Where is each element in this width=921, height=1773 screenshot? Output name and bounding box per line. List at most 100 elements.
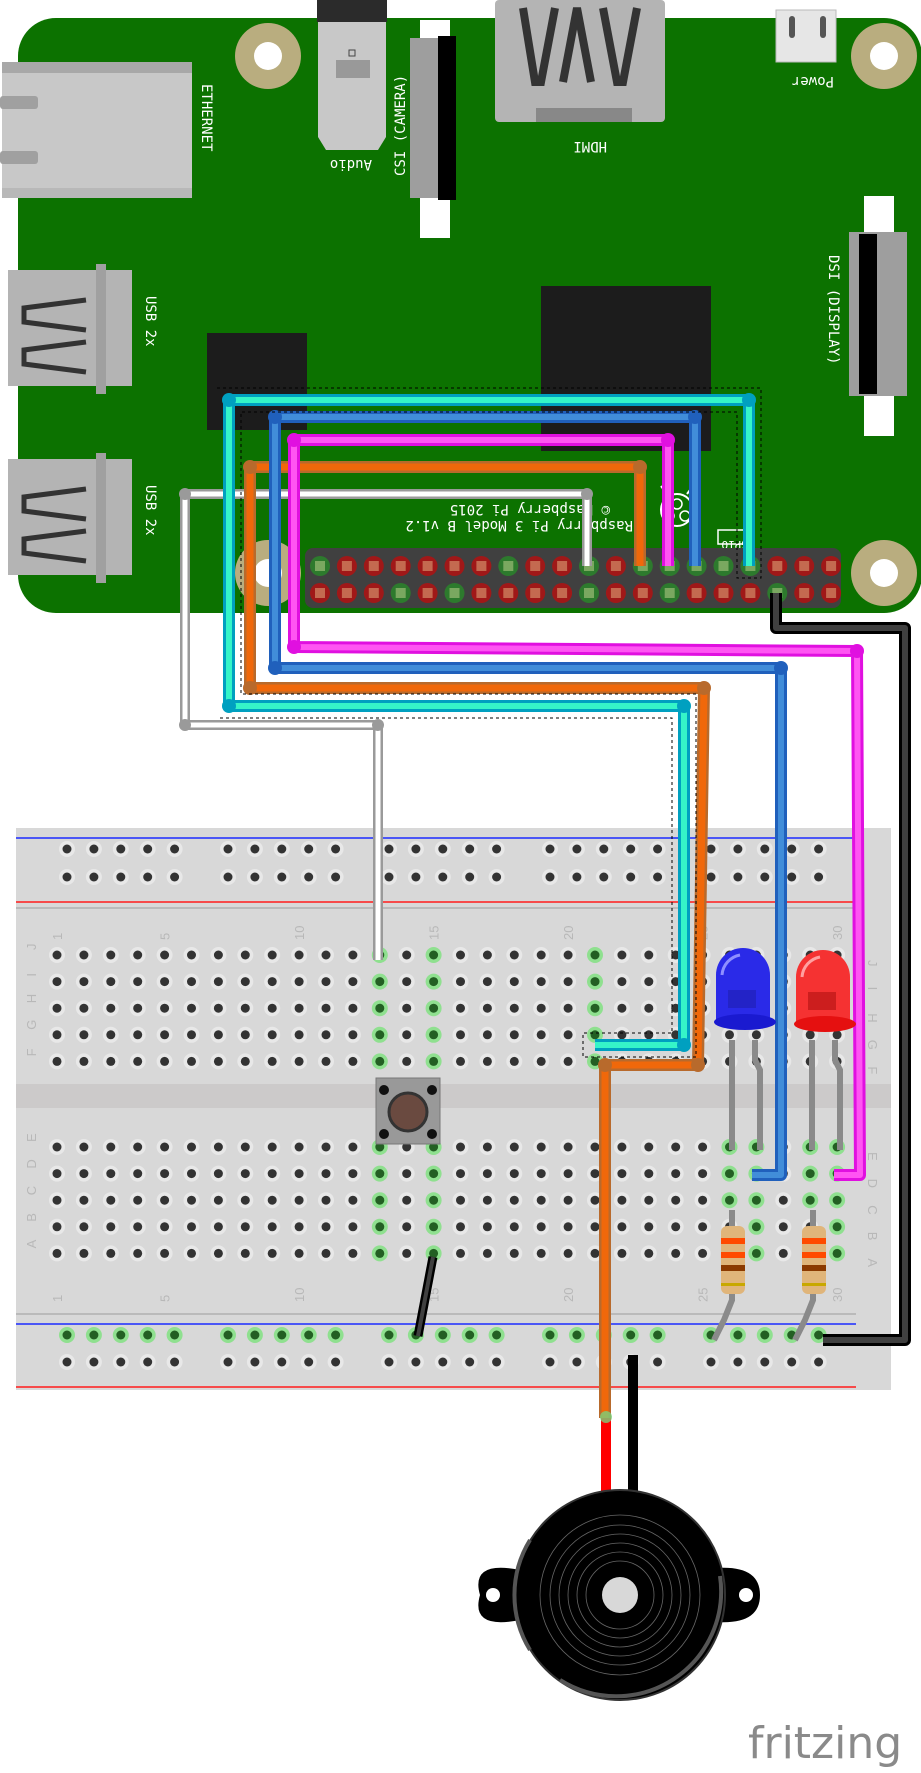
breadboard-hole[interactable] xyxy=(425,1218,442,1235)
breadboard-hole[interactable] xyxy=(560,1026,577,1043)
breadboard-hole[interactable] xyxy=(156,1139,173,1155)
breadboard-hole[interactable] xyxy=(264,1192,281,1209)
breadboard-hole[interactable] xyxy=(479,973,496,990)
breadboard-hole[interactable] xyxy=(183,1139,200,1155)
breadboard-hole[interactable] xyxy=(398,1218,415,1235)
breadboard-hole[interactable] xyxy=(371,1245,388,1262)
breadboard-hole[interactable] xyxy=(748,1245,765,1262)
breadboard-hole[interactable] xyxy=(75,1218,92,1235)
breadboard-hole[interactable] xyxy=(425,1053,442,1070)
breadboard-hole[interactable] xyxy=(139,841,156,857)
gpio-pin[interactable] xyxy=(444,583,465,603)
breadboard-hole[interactable] xyxy=(748,1218,765,1235)
gpio-pin[interactable] xyxy=(363,583,384,603)
breadboard-hole[interactable] xyxy=(425,1026,442,1043)
breadboard-hole[interactable] xyxy=(129,1026,146,1043)
breadboard-hole[interactable] xyxy=(461,869,478,885)
breadboard-hole[interactable] xyxy=(300,1354,317,1370)
breadboard-hole[interactable] xyxy=(452,1165,469,1182)
breadboard-hole[interactable] xyxy=(75,1192,92,1209)
breadboard-hole[interactable] xyxy=(264,1026,281,1043)
breadboard-hole[interactable] xyxy=(694,1139,711,1155)
breadboard-hole[interactable] xyxy=(49,1165,65,1182)
breadboard-hole[interactable] xyxy=(829,1245,846,1262)
breadboard-hole[interactable] xyxy=(694,1245,711,1262)
breadboard-hole[interactable] xyxy=(533,1245,550,1262)
breadboard-hole[interactable] xyxy=(183,1218,200,1235)
breadboard-hole[interactable] xyxy=(729,1327,746,1343)
breadboard-hole[interactable] xyxy=(721,1026,738,1043)
breadboard-hole[interactable] xyxy=(49,1218,65,1235)
breadboard-hole[interactable] xyxy=(183,1192,200,1209)
breadboard-hole[interactable] xyxy=(613,1026,630,1043)
breadboard-hole[interactable] xyxy=(129,1165,146,1182)
breadboard-hole[interactable] xyxy=(533,1053,550,1070)
breadboard-hole[interactable] xyxy=(300,841,317,857)
wire-black-gnd[interactable] xyxy=(770,593,911,1346)
breadboard-hole[interactable] xyxy=(129,1053,146,1070)
breadboard-hole[interactable] xyxy=(479,1245,496,1262)
raspberry-pi-board[interactable]: ETHERNET USB 2x USB 2x Audio xyxy=(0,0,921,613)
breadboard-hole[interactable] xyxy=(237,1000,254,1017)
gpio-pin[interactable] xyxy=(417,583,438,603)
breadboard-hole[interactable] xyxy=(506,1218,523,1235)
breadboard-hole[interactable] xyxy=(85,869,102,885)
breadboard-hole[interactable] xyxy=(102,1026,119,1043)
breadboard-hole[interactable] xyxy=(49,973,65,990)
breadboard-hole[interactable] xyxy=(407,869,424,885)
breadboard-hole[interactable] xyxy=(479,1218,496,1235)
breadboard-hole[interactable] xyxy=(452,973,469,990)
breadboard-hole[interactable] xyxy=(533,1165,550,1182)
breadboard-hole[interactable] xyxy=(156,973,173,990)
breadboard-hole[interactable] xyxy=(398,1053,415,1070)
audio-jack[interactable] xyxy=(317,0,387,150)
breadboard-hole[interactable] xyxy=(371,1000,388,1017)
breadboard-hole[interactable] xyxy=(156,1192,173,1209)
breadboard-hole[interactable] xyxy=(613,1139,630,1155)
breadboard-hole[interactable] xyxy=(183,1000,200,1017)
gpio-pin[interactable] xyxy=(605,583,626,603)
breadboard-hole[interactable] xyxy=(756,1327,773,1343)
breadboard-hole[interactable] xyxy=(775,1245,792,1262)
gpio-pin[interactable] xyxy=(552,583,573,603)
breadboard-hole[interactable] xyxy=(434,1327,451,1343)
breadboard-hole[interactable] xyxy=(398,1000,415,1017)
wire-cyan-selected[interactable] xyxy=(217,387,762,1058)
breadboard-hole[interactable] xyxy=(327,1354,344,1370)
breadboard-hole[interactable] xyxy=(246,1354,263,1370)
breadboard-hole[interactable] xyxy=(129,947,146,963)
breadboard-hole[interactable] xyxy=(344,947,361,963)
breadboard-hole[interactable] xyxy=(273,869,290,885)
breadboard-hole[interactable] xyxy=(398,973,415,990)
breadboard-hole[interactable] xyxy=(75,1139,92,1155)
gpio-pin[interactable] xyxy=(821,583,842,603)
breadboard-hole[interactable] xyxy=(398,1245,415,1262)
breadboard-hole[interactable] xyxy=(622,1327,639,1343)
breadboard-hole[interactable] xyxy=(533,1139,550,1155)
gpio-pin[interactable] xyxy=(821,556,842,576)
breadboard-hole[interactable] xyxy=(291,1026,308,1043)
breadboard-hole[interactable] xyxy=(452,947,469,963)
gpio-pin[interactable] xyxy=(310,583,330,603)
gpio-pin[interactable] xyxy=(498,583,519,603)
breadboard-hole[interactable] xyxy=(291,947,308,963)
gpio-pin[interactable] xyxy=(336,556,357,576)
breadboard-hole[interactable] xyxy=(613,1218,630,1235)
breadboard-hole[interactable] xyxy=(479,1192,496,1209)
breadboard-hole[interactable] xyxy=(434,869,451,885)
breadboard-hole[interactable] xyxy=(49,947,65,963)
breadboard-hole[interactable] xyxy=(640,1165,657,1182)
breadboard-hole[interactable] xyxy=(479,1026,496,1043)
resistor-1[interactable] xyxy=(711,1210,745,1342)
gpio-pin[interactable] xyxy=(740,583,761,603)
breadboard-hole[interactable] xyxy=(479,947,496,963)
breadboard-hole[interactable] xyxy=(381,841,397,857)
breadboard-hole[interactable] xyxy=(721,1165,738,1182)
breadboard-hole[interactable] xyxy=(237,1192,254,1209)
breadboard-hole[interactable] xyxy=(166,841,183,857)
gpio-pin[interactable] xyxy=(605,556,626,576)
breadboard-hole[interactable] xyxy=(102,1053,119,1070)
breadboard-hole[interactable] xyxy=(318,1218,334,1235)
breadboard-hole[interactable] xyxy=(59,1354,75,1370)
breadboard-hole[interactable] xyxy=(425,973,442,990)
